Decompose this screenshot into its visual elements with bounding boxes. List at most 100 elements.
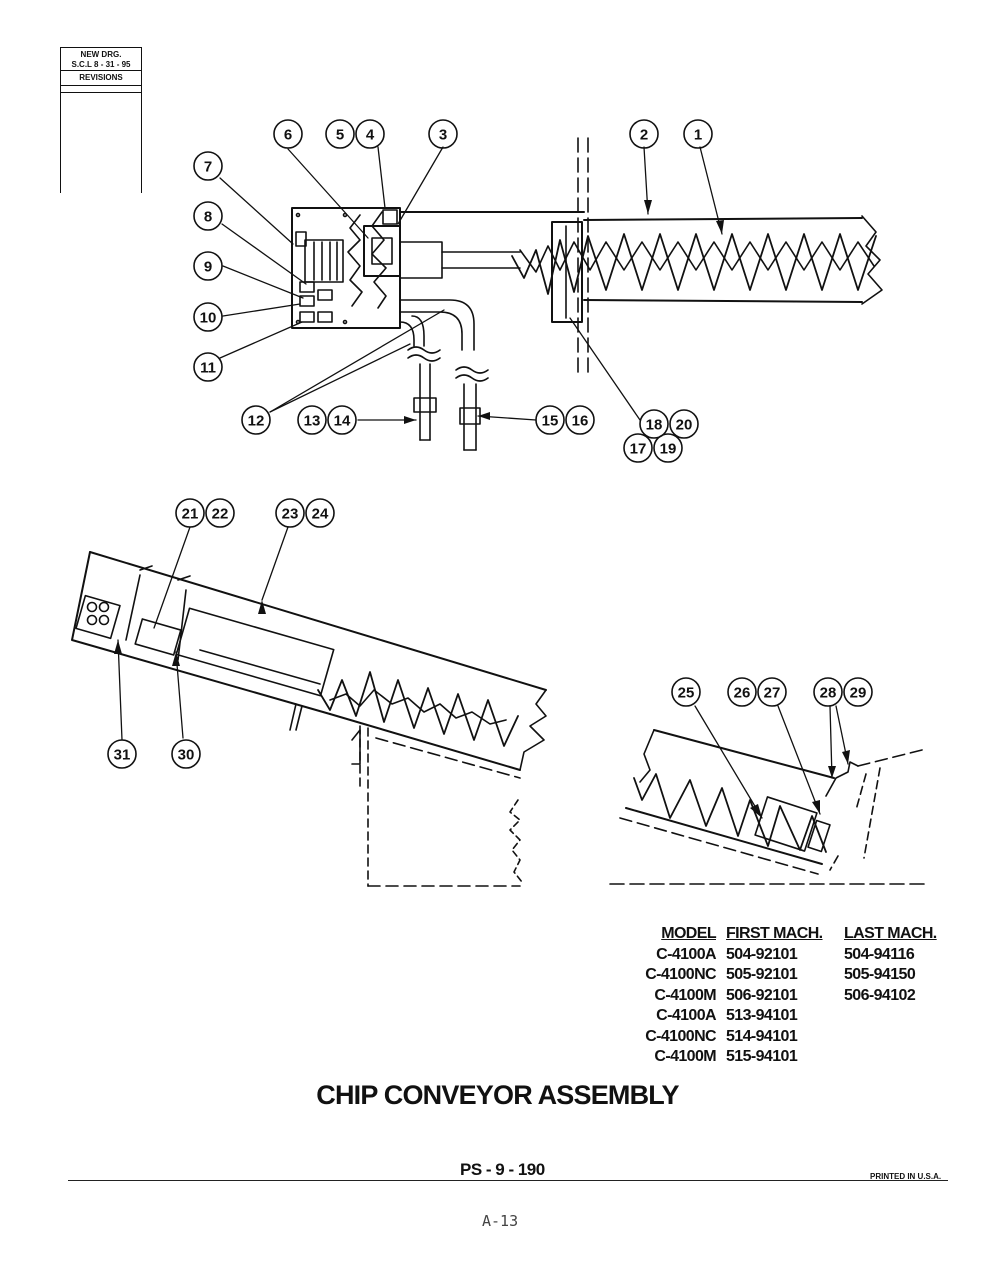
revisions-block: NEW DRG. S.C.L 8 - 31 - 95 REVISIONS: [60, 47, 142, 193]
cell-last-mach: [844, 1047, 948, 1068]
revision-row: [61, 86, 141, 93]
svg-text:15: 15: [542, 413, 559, 430]
callout-8: 8: [193, 201, 223, 231]
callout-15: 15: [535, 405, 565, 435]
drawing-title: CHIP CONVEYOR ASSEMBLY: [316, 1080, 679, 1110]
callout-4: 4: [355, 119, 385, 149]
callout-17: 17: [623, 433, 653, 463]
cell-model: C-4100NC: [645, 1027, 716, 1045]
revisions-heading: REVISIONS: [61, 71, 141, 86]
cell-model: C-4100A: [656, 1007, 716, 1024]
cell-model: C-4100A: [656, 945, 716, 963]
cell-last-mach: [844, 1027, 948, 1048]
cell-first-mach: 506-92101: [726, 986, 798, 1004]
revision-new-drg: NEW DRG.: [80, 50, 122, 59]
svg-text:14: 14: [334, 413, 351, 430]
callout-22: 22: [205, 498, 235, 528]
table-row: C-4100M 515-94101: [628, 1047, 950, 1068]
page-number: PS - 9 - 190: [460, 1160, 545, 1179]
svg-text:16: 16: [572, 413, 589, 430]
svg-text:1: 1: [694, 127, 702, 144]
cell-last-mach: 504-94116: [844, 945, 915, 963]
footer-rule: [68, 1180, 948, 1181]
cell-model: C-4100M: [654, 986, 716, 1004]
callout-2: 2: [629, 119, 659, 149]
cell-last-mach: 506-94102: [844, 986, 916, 1004]
callout-20: 20: [669, 409, 699, 439]
cell-first-mach: 515-94101: [726, 1048, 798, 1065]
callout-18: 18: [639, 409, 669, 439]
callout-26: 26: [727, 677, 757, 707]
revision-date: S.C.L 8 - 31 - 95: [61, 60, 141, 71]
callout-7: 7: [193, 151, 223, 181]
callout-3: 3: [428, 119, 458, 149]
header-model: MODEL: [661, 925, 716, 942]
svg-text:23: 23: [282, 506, 299, 523]
callout-12: 12: [241, 405, 271, 435]
svg-text:6: 6: [284, 127, 292, 144]
callout-31: 31: [107, 739, 137, 769]
leader-arrowheads: [114, 200, 850, 818]
callout-27: 27: [757, 677, 787, 707]
svg-text:8: 8: [204, 209, 212, 226]
svg-text:26: 26: [734, 685, 751, 702]
table-row: C-4100M 506-92101 506-94102: [628, 986, 950, 1007]
callout-24: 24: [305, 498, 335, 528]
table-row: C-4100A 504-92101 504-94116: [628, 945, 950, 966]
callout-14: 14: [327, 405, 357, 435]
chip-conveyor-drawing: 6 5 4 3 2 1 7 8 9 10 11 12 13 14 15 16 1…: [71, 119, 931, 887]
sheet-reference: A-13: [482, 1212, 519, 1230]
cell-last-mach: 505-94150: [844, 966, 916, 983]
callout-21: 21: [175, 498, 205, 528]
svg-text:2: 2: [640, 127, 648, 144]
side-view: [71, 551, 547, 887]
svg-text:17: 17: [630, 441, 647, 458]
svg-text:4: 4: [366, 127, 375, 144]
svg-text:12: 12: [248, 413, 265, 430]
svg-text:27: 27: [764, 685, 781, 702]
svg-text:29: 29: [850, 685, 867, 702]
cell-last-mach: [844, 1006, 948, 1027]
callout-30: 30: [171, 739, 201, 769]
svg-text:7: 7: [204, 159, 212, 176]
svg-text:30: 30: [178, 747, 195, 764]
svg-text:20: 20: [676, 417, 693, 434]
table-row: C-4100A 513-94101: [628, 1006, 950, 1027]
cell-first-mach: 504-92101: [726, 945, 798, 963]
callout-balloons: 6 5 4 3 2 1 7 8 9 10 11 12 13 14 15 16 1…: [107, 119, 873, 769]
callout-16: 16: [565, 405, 595, 435]
cell-first-mach: 513-94101: [726, 1007, 798, 1024]
callout-25: 25: [671, 677, 701, 707]
callout-13: 13: [297, 405, 327, 435]
table-row: C-4100NC 505-92101 505-94150: [628, 965, 950, 986]
svg-text:22: 22: [212, 506, 229, 523]
callout-23: 23: [275, 498, 305, 528]
cell-first-mach: 505-92101: [726, 966, 798, 983]
callout-9: 9: [193, 251, 223, 281]
svg-text:5: 5: [336, 127, 344, 144]
header-last-mach: LAST MACH.: [844, 925, 937, 942]
model-table: MODEL FIRST MACH. LAST MACH. C-4100A 504…: [628, 924, 950, 1068]
svg-text:19: 19: [660, 441, 677, 458]
svg-text:31: 31: [114, 747, 131, 764]
table-header-row: MODEL FIRST MACH. LAST MACH.: [628, 924, 950, 945]
printed-in-usa: PRINTED IN U.S.A.: [870, 1172, 942, 1181]
callout-5: 5: [325, 119, 355, 149]
callout-6: 6: [273, 119, 303, 149]
svg-text:28: 28: [820, 685, 837, 702]
svg-text:9: 9: [204, 259, 212, 276]
callout-19: 19: [653, 433, 683, 463]
svg-text:21: 21: [182, 506, 199, 523]
cell-first-mach: 514-94101: [726, 1027, 798, 1045]
table-row: C-4100NC 514-94101: [628, 1027, 950, 1048]
callout-11: 11: [193, 352, 223, 382]
svg-text:10: 10: [200, 310, 217, 327]
leader-lines: [117, 146, 849, 819]
svg-text:18: 18: [646, 417, 663, 434]
top-view: [291, 137, 883, 451]
svg-text:13: 13: [304, 413, 321, 430]
svg-text:3: 3: [439, 127, 447, 144]
callout-29: 29: [843, 677, 873, 707]
end-view: [609, 729, 931, 885]
svg-text:25: 25: [678, 685, 695, 702]
